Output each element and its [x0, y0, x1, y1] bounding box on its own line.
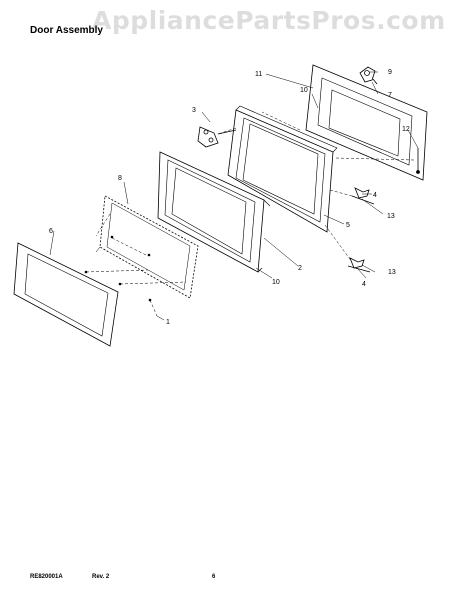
part-inner-frame: [227, 105, 338, 233]
callout-3: 3: [192, 107, 196, 114]
callout-4-lower: 4: [362, 281, 366, 288]
fastener-dots: [84, 235, 152, 302]
part-outer-panel: [305, 64, 428, 181]
callout-1: 1: [166, 319, 170, 326]
part-screen-gasket: [95, 195, 199, 299]
callout-10-top: 10: [300, 87, 308, 94]
callout-13-upper: 13: [387, 213, 395, 220]
callout-4-upper: 4: [373, 192, 377, 199]
callout-7: 7: [388, 92, 392, 99]
callout-9: 9: [388, 69, 392, 76]
part-latch-hook: [359, 66, 378, 85]
part-window-panel: [13, 242, 119, 347]
part-hinge-bracket: [197, 126, 237, 148]
footer-page-number: 6: [212, 574, 216, 580]
footer-doc-code: RE820001A: [30, 574, 63, 580]
alignment-lines: [85, 111, 415, 317]
leader-lines: [49, 71, 419, 321]
callout-10: 10: [272, 279, 280, 286]
callout-5: 5: [346, 222, 350, 229]
callout-13-lower: 13: [388, 269, 396, 276]
watermark: AppliancePartsPros.com: [92, 6, 446, 35]
callout-6: 6: [49, 228, 53, 235]
part-door-frame: [157, 151, 271, 273]
part-latch-upper: [351, 187, 375, 205]
callout-12: 12: [402, 126, 410, 133]
callout-8: 8: [118, 175, 122, 182]
part-latch-lower: [347, 257, 371, 273]
callout-11: 11: [255, 71, 262, 78]
footer-revision: Rev. 2: [92, 574, 110, 580]
callout-2: 2: [298, 265, 302, 272]
page-title: Door Assembly: [30, 25, 103, 36]
part-screw: [416, 148, 420, 174]
